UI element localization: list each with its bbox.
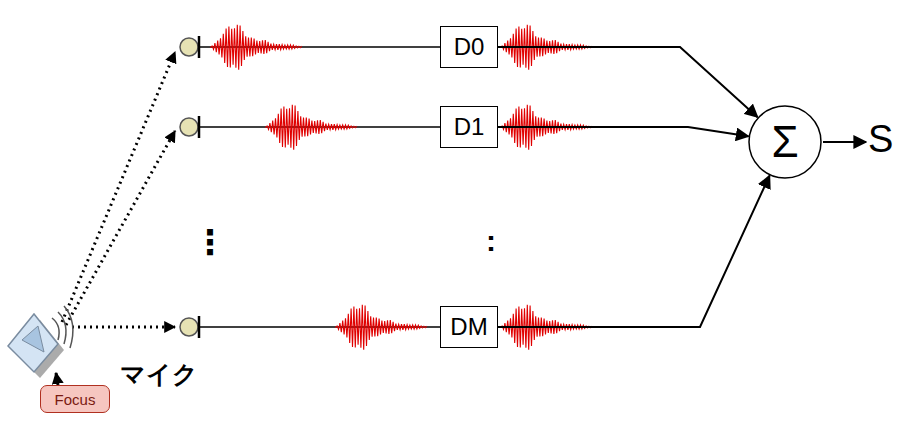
focus-tag: Focus [40,385,110,413]
microphones [180,36,199,338]
ellipsis: : [486,224,496,258]
output-label: S [868,118,893,161]
ellipsis: ⋮ [193,222,227,262]
node-text: DM [450,313,487,341]
output-line [823,142,866,143]
sum-circle: Σ [748,105,822,179]
node-text: D1 [454,113,485,141]
signal-connector [498,176,770,327]
signal-wires [200,47,440,327]
signal-connector [498,127,748,136]
waveform [210,25,302,70]
delay-box: DM [440,306,498,348]
delay-box: D0 [440,26,498,68]
node-text: D0 [454,33,485,61]
sound-paths [62,52,175,327]
waveforms [210,25,592,350]
delay-box: D1 [440,106,498,148]
signal-connector [498,47,758,117]
waveform [265,105,357,150]
speaker-icon [8,306,73,385]
node-text: Focus [55,391,96,408]
waveform [335,305,427,350]
node-text: Σ [771,117,798,167]
mic-label: マイク [120,358,198,391]
connectors [498,47,770,327]
